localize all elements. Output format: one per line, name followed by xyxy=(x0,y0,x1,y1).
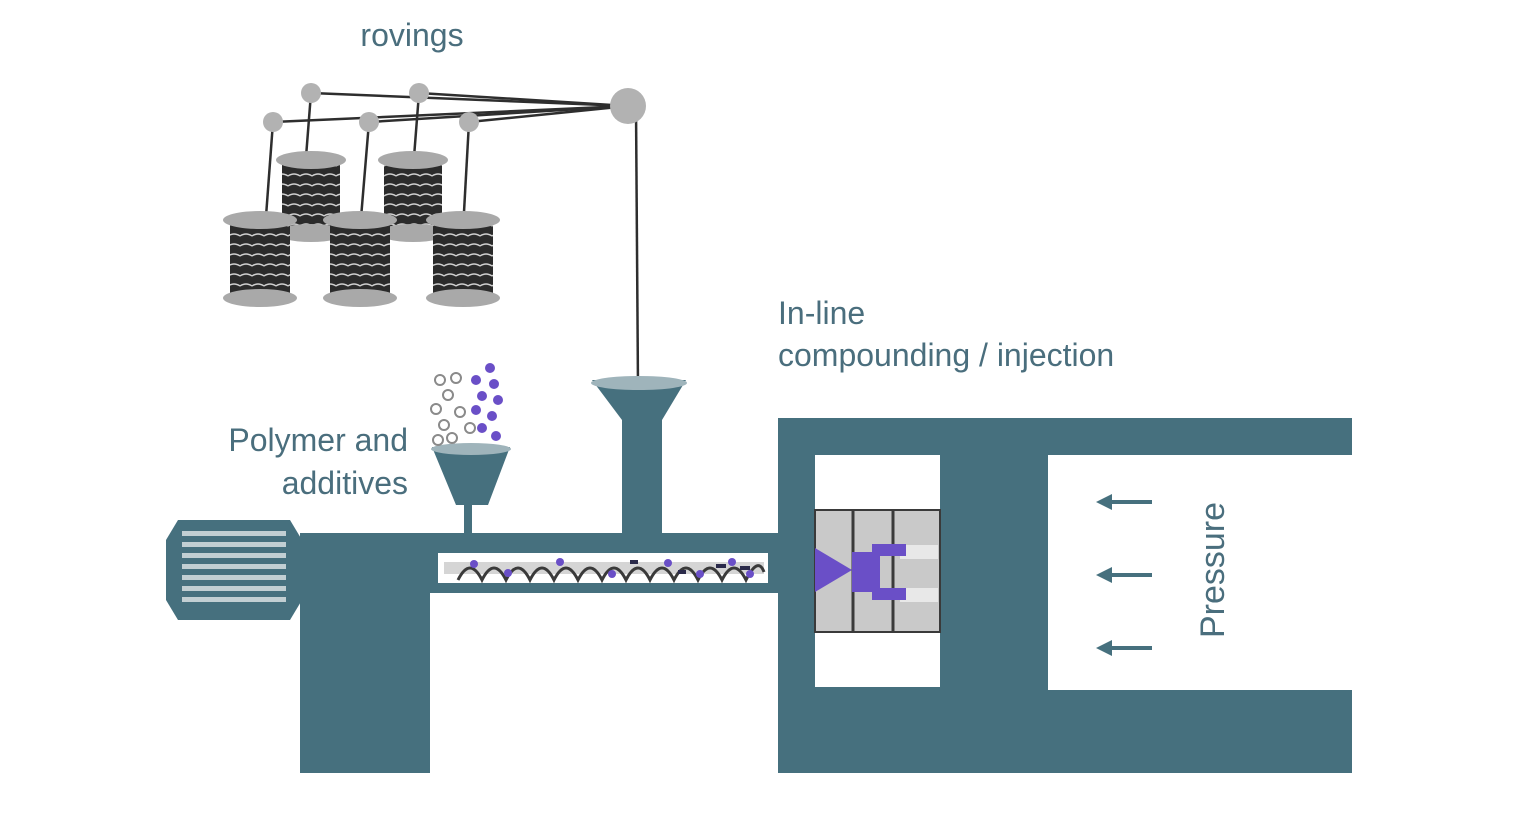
mold xyxy=(814,509,941,633)
hopper-rim xyxy=(431,443,511,455)
inline-label-line2: compounding / injection xyxy=(778,337,1114,373)
polymer-label-line1: Polymer and xyxy=(228,422,408,458)
polymer-label-line2: additives xyxy=(282,465,408,501)
roving-spool-front-middle xyxy=(323,211,397,307)
guide-rollers xyxy=(263,83,646,132)
inline-label-line1: In-line xyxy=(778,295,865,331)
roving-spool-front-left xyxy=(223,211,297,307)
polymer-pellets xyxy=(430,363,503,446)
roving-spool-front-right xyxy=(426,211,500,307)
pressure-label: Pressure xyxy=(1194,502,1232,638)
fiber-funnel-rim xyxy=(591,376,687,390)
pressure-arrows xyxy=(1096,494,1152,656)
motor xyxy=(166,520,302,620)
rovings-label: rovings xyxy=(360,17,463,53)
extruder-screw xyxy=(438,553,768,584)
roving-guide-lines xyxy=(263,91,640,389)
